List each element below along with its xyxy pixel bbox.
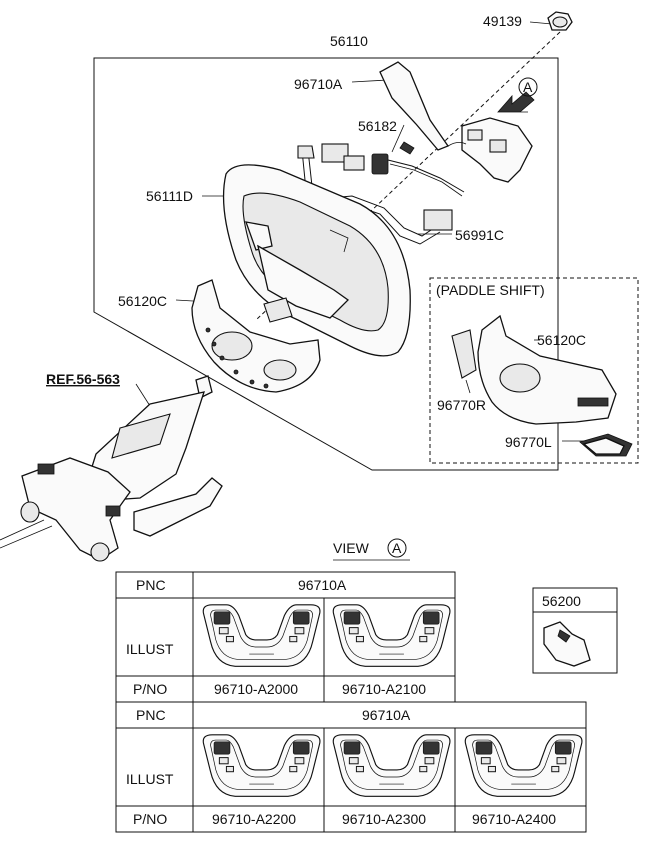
paddle-shift-parts (451, 314, 633, 457)
steering-column-part (0, 375, 223, 562)
callout-paddle-cover: 56120C (537, 332, 586, 348)
table2-illust-header: ILLUST (126, 771, 174, 787)
table2-pnc-value: 96710A (362, 707, 411, 723)
callout-nut: 49139 (483, 13, 522, 29)
callout-cable: 56182 (358, 118, 397, 134)
table2-part-2: 96710-A2300 (342, 811, 426, 827)
callout-view-marker: A (523, 79, 533, 95)
steering-switch-icon (332, 604, 451, 667)
view-label: VIEW (333, 540, 370, 556)
callout-paddle-right: 96770R (437, 397, 486, 413)
view-marker: A (392, 540, 402, 556)
table1-part-2: 96710-A2100 (342, 681, 426, 697)
cable-part (371, 141, 465, 197)
callout-cover: 96710A (294, 76, 343, 92)
table2-part-1: 96710-A2200 (212, 811, 296, 827)
arrow-icon (497, 91, 535, 113)
small-part-box (532, 587, 618, 674)
table1-part-1: 96710-A2000 (214, 681, 298, 697)
view-a-circle (387, 538, 407, 558)
steering-switch-icon (332, 734, 451, 797)
table2-part-3: 96710-A2400 (472, 811, 556, 827)
small-part (543, 621, 591, 667)
table-2: PNC 96710A ILLUST P/NO 96710-A2200 96710… (115, 701, 587, 833)
switch-cover-part (379, 61, 533, 183)
paddle-shift-title: (PADDLE SHIFT) (436, 282, 545, 298)
callout-small-part: 56200 (542, 593, 581, 609)
table2-pnc-header: PNC (136, 707, 166, 723)
callout-ref: REF.56-563 (46, 371, 120, 387)
table1-illust-header: ILLUST (126, 641, 174, 657)
steering-wheel-part (222, 164, 411, 357)
table-1: PNC 96710A ILLUST P/NO 96710-A2000 96710… (115, 571, 456, 703)
steering-switch-icon (202, 604, 321, 667)
table1-pnc-value: 96710A (298, 577, 347, 593)
callout-paddle-left: 96770L (505, 434, 552, 450)
paddle-shift-box (429, 277, 639, 464)
bottom-cover-part (191, 279, 321, 393)
assembly-frame (93, 57, 559, 471)
callout-wheel: 56111D (146, 188, 193, 204)
nut-part (547, 11, 573, 31)
steering-switch-icon (202, 734, 321, 797)
table1-pno-header: P/NO (133, 681, 167, 697)
callout-bottom-cover: 56120C (118, 293, 167, 309)
callout-harness: 56991C (455, 227, 504, 243)
view-marker-circle (518, 77, 538, 97)
table1-pnc-header: PNC (136, 577, 166, 593)
steering-switch-icon (464, 734, 583, 797)
callout-assembly: 56110 (330, 33, 368, 49)
table2-pno-header: P/NO (133, 811, 167, 827)
